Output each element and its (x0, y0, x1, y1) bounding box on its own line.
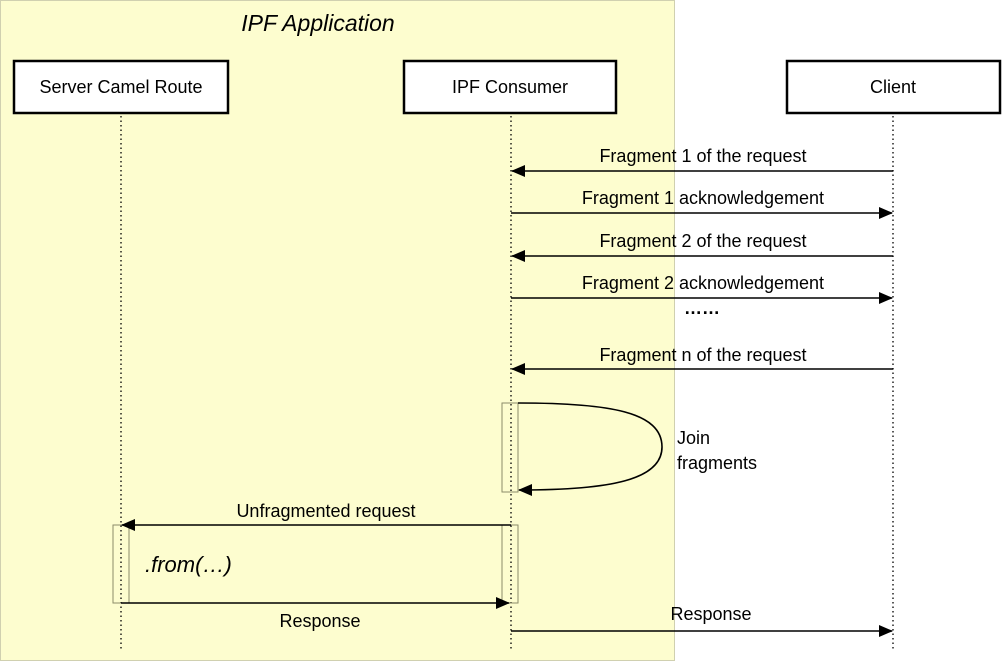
message-response-to-consumer: Response (121, 597, 510, 631)
message-response-to-client: Response (511, 604, 893, 637)
message-fragment-2-request: Fragment 2 of the request (511, 231, 893, 262)
svg-text:Unfragmented request: Unfragmented request (236, 501, 415, 521)
svg-text:Response: Response (670, 604, 751, 624)
self-message-join: Join fragments (517, 402, 757, 496)
message-fragment-n-request: Fragment n of the request (511, 345, 893, 375)
svg-text:Client: Client (870, 77, 916, 97)
svg-text:fragments: fragments (677, 453, 757, 473)
participant-consumer: IPF Consumer (402, 59, 618, 115)
svg-text:Fragment 1 acknowledgement: Fragment 1 acknowledgement (582, 188, 824, 208)
participant-server: Server Camel Route (12, 59, 230, 115)
message-fragment-1-ack: Fragment 1 acknowledgement (511, 188, 893, 219)
activation-note: .from(…) (145, 552, 232, 577)
svg-text:Fragment 1 of the request: Fragment 1 of the request (599, 146, 806, 166)
message-unfragmented-request: Unfragmented request (121, 501, 511, 531)
frame-title: IPF Application (241, 10, 394, 36)
activation-consumer-join (501, 402, 519, 493)
svg-text:Fragment 2 of the request: Fragment 2 of the request (599, 231, 806, 251)
svg-text:Fragment n of the request: Fragment n of the request (599, 345, 806, 365)
svg-text:Server Camel Route: Server Camel Route (39, 77, 202, 97)
svg-text:Fragment 2 acknowledgement: Fragment 2 acknowledgement (582, 273, 824, 293)
message-fragment-2-ack: Fragment 2 acknowledgement (511, 273, 893, 304)
participant-client: Client (785, 59, 1002, 115)
svg-text:Response: Response (279, 611, 360, 631)
message-fragment-1-request: Fragment 1 of the request (511, 146, 893, 177)
svg-text:IPF Consumer: IPF Consumer (452, 77, 568, 97)
svg-text:Join: Join (677, 428, 710, 448)
ellipsis: …… (684, 298, 720, 318)
